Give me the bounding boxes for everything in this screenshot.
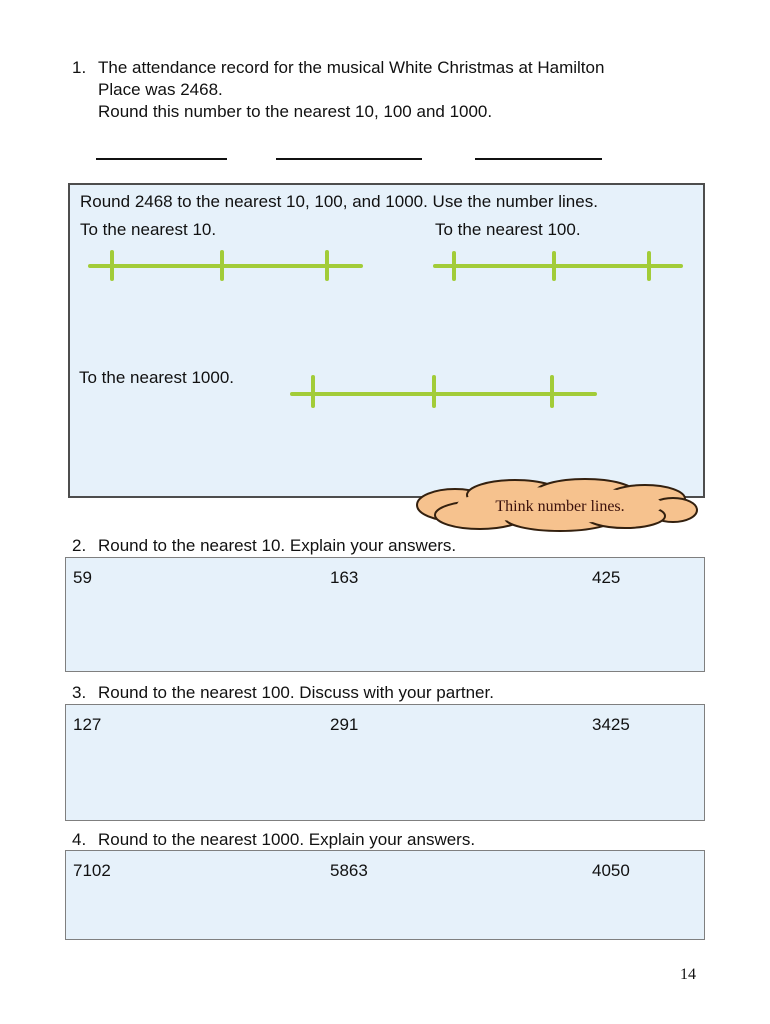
question-4-prompt: Round to the nearest 1000. Explain your … [98, 830, 476, 849]
number-lines-box: Round 2468 to the nearest 10, 100, and 1… [68, 183, 705, 498]
label-nearest-10: To the nearest 10. [80, 220, 217, 239]
question-1-text: The attendance record for the musical Wh… [98, 57, 702, 123]
question-3-prompt: Round to the nearest 100. Discuss with y… [98, 683, 494, 702]
numline-10-tick-2 [220, 250, 224, 281]
q4-value-1: 7102 [73, 861, 111, 880]
question-3-heading: 3. Round to the nearest 100. Discuss wit… [72, 682, 702, 704]
q3-value-2: 291 [330, 715, 359, 734]
numline-100-tick-1 [452, 251, 456, 281]
label-nearest-1000: To the nearest 1000. [79, 368, 235, 387]
question-1-line-2: Place was 2468. [98, 80, 223, 99]
q2-value-1: 59 [73, 568, 92, 587]
numline-10-bar [88, 264, 363, 268]
q4-value-3: 4050 [592, 861, 630, 880]
numline-10-tick-1 [110, 250, 114, 281]
numline-100-tick-2 [552, 251, 556, 281]
thought-cloud: Think number lines. [416, 478, 698, 532]
page-number: 14 [680, 966, 696, 983]
numline-1000-tick-3 [550, 375, 554, 408]
cloud-text: Think number lines. [495, 498, 624, 515]
numline-1000-bar [290, 392, 597, 396]
question-2-prompt: Round to the nearest 10. Explain your an… [98, 536, 457, 555]
question-3-answer-box: 127 291 3425 [65, 704, 705, 821]
numline-10-tick-3 [325, 250, 329, 281]
question-4-heading: 4. Round to the nearest 1000. Explain yo… [72, 829, 702, 851]
question-4-number: 4. [72, 830, 87, 849]
question-2-number: 2. [72, 536, 87, 555]
numline-1000-tick-2 [432, 375, 436, 408]
numline-1000-tick-1 [311, 375, 315, 408]
question-1-line-1: The attendance record for the musical Wh… [98, 58, 605, 77]
cloud-body [457, 487, 663, 523]
question-2-answer-box: 59 163 425 [65, 557, 705, 672]
question-4-answer-box: 7102 5863 4050 [65, 850, 705, 940]
question-1-line-3: Round this number to the nearest 10, 100… [98, 102, 493, 121]
numline-100-bar [433, 264, 683, 268]
answer-blank-1 [96, 158, 227, 160]
question-2-heading: 2. Round to the nearest 10. Explain your… [72, 535, 702, 557]
q2-value-2: 163 [330, 568, 359, 587]
q2-value-3: 425 [592, 568, 621, 587]
question-1: 1. The attendance record for the musical… [72, 57, 702, 123]
q3-value-3: 3425 [592, 715, 630, 734]
question-1-number: 1. [72, 58, 87, 77]
answer-blank-3 [475, 158, 602, 160]
label-nearest-100: To the nearest 100. [435, 220, 581, 239]
q3-value-1: 127 [73, 715, 102, 734]
q4-value-2: 5863 [330, 861, 368, 880]
box-instruction: Round 2468 to the nearest 10, 100, and 1… [80, 192, 598, 211]
numline-100-tick-3 [647, 251, 651, 281]
question-3-number: 3. [72, 683, 87, 702]
answer-blank-2 [276, 158, 422, 160]
